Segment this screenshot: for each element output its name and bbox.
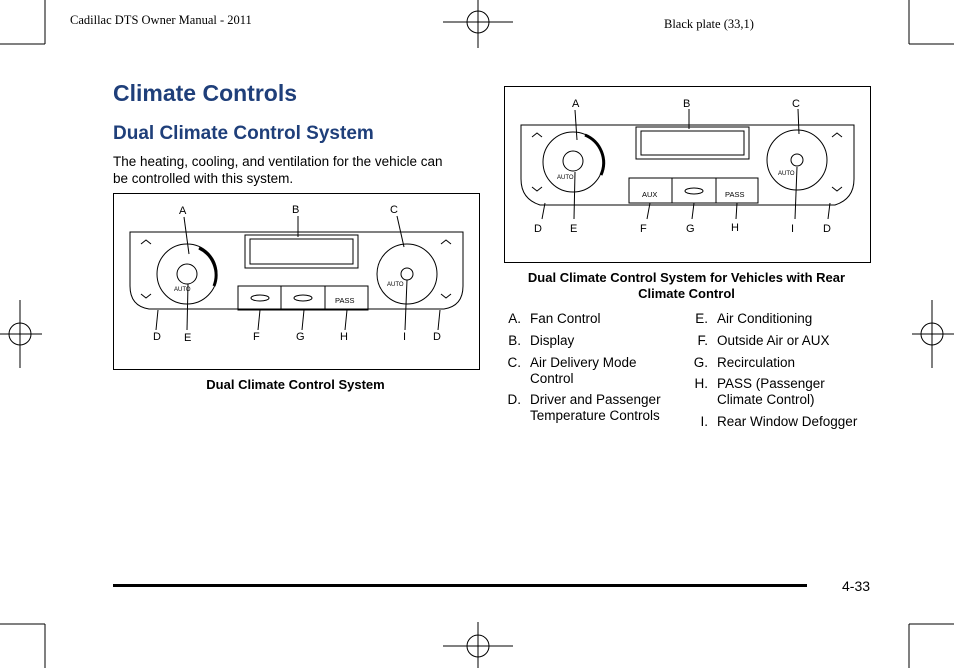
auto-label: AUTO [557, 175, 574, 181]
legend-text: Fan Control [530, 311, 601, 326]
auto-label-right: AUTO [778, 171, 795, 177]
legend-text-line: Temperature Controls [530, 408, 660, 423]
legend-item: I. Rear Window Defogger [684, 414, 884, 436]
pass-label: PASS [725, 190, 744, 199]
legend-text: Air Delivery Mode Control [521, 355, 637, 392]
legend-right: E. Air Conditioning F. Outside Air or AU… [684, 311, 884, 436]
legend-key: E. [695, 311, 708, 326]
callout-i: I [403, 331, 406, 343]
legend-text-line: Control [530, 371, 574, 386]
legend-key: D. [507, 392, 522, 407]
legend-item: E. Air Conditioning [684, 311, 884, 333]
page-title: Climate Controls [113, 80, 298, 106]
callout-c: C [390, 204, 398, 216]
legend-text-line: Climate Control) [717, 392, 815, 407]
legend-text: Air Conditioning [717, 311, 813, 326]
legend-text: Recirculation [717, 355, 796, 370]
figure2-caption-line-1: Dual Climate Control System for Vehicles… [527, 270, 846, 285]
legend-key: A. [508, 311, 521, 326]
figure-dual-climate-control-rear: AUTO AUTO AUX PASS A B C D E F G H I D [504, 86, 871, 263]
callout-f: F [253, 331, 260, 343]
intro-paragraph: The heating, cooling, and ventilation fo… [113, 153, 483, 187]
legend-key: B. [508, 333, 521, 348]
legend-text: Outside Air or AUX [717, 333, 830, 348]
legend-text: Display [530, 333, 575, 348]
legend-key: H. [694, 376, 709, 391]
callout-f: F [640, 223, 647, 235]
legend-item: A. Fan Control [497, 311, 687, 333]
legend-text-line: PASS (Passenger [717, 376, 825, 391]
auto-label-right: AUTO [387, 282, 404, 288]
climate-panel-rear-diagram: AUTO AUTO AUX PASS A B C D E F G H I D [520, 98, 855, 235]
legend-item: B. Display [497, 333, 687, 355]
footer-rule [113, 584, 807, 587]
legend-item: G. Recirculation [684, 355, 884, 376]
figure1-caption: Dual Climate Control System [206, 377, 385, 392]
callout-b: B [683, 98, 690, 110]
header-manual-title: Cadillac DTS Owner Manual - 2011 [70, 13, 252, 27]
callout-a: A [179, 205, 187, 217]
intro-line-1: The heating, cooling, and ventilation fo… [113, 154, 443, 169]
callout-h: H [731, 222, 739, 234]
legend-text: PASS (Passenger Climate Control) [708, 376, 825, 414]
callout-d-left: D [534, 223, 542, 235]
legend-text-line: Driver and Passenger [530, 392, 661, 407]
figure-dual-climate-control: AUTO AUTO PASS A B C D E F G H I D [113, 193, 480, 370]
callout-h: H [340, 331, 348, 343]
legend-key: G. [693, 355, 708, 370]
legend-key: C. [507, 355, 522, 370]
callout-i: I [791, 223, 794, 235]
callout-d-left: D [153, 331, 161, 343]
legend-key: I. [700, 414, 708, 429]
legend-item: F. Outside Air or AUX [684, 333, 884, 355]
legend-item: D. Driver and Passenger Temperature Cont… [497, 392, 687, 429]
callout-d-right: D [823, 223, 831, 235]
section-title: Dual Climate Control System [113, 123, 374, 144]
callout-e: E [570, 223, 577, 235]
intro-line-2: be controlled with this system. [113, 171, 294, 186]
legend-text: Driver and Passenger Temperature Control… [521, 392, 661, 429]
pass-label: PASS [335, 296, 354, 305]
climate-panel-diagram: AUTO AUTO PASS A B C D E F G H I D [129, 204, 464, 344]
aux-label: AUX [642, 190, 657, 199]
callout-b: B [292, 204, 299, 216]
figure2-caption: Dual Climate Control System for Vehicles… [504, 270, 869, 302]
auto-label: AUTO [174, 287, 191, 293]
legend-text: Rear Window Defogger [717, 414, 858, 429]
legend-item: C. Air Delivery Mode Control [497, 355, 687, 392]
legend-item: H. PASS (Passenger Climate Control) [684, 376, 884, 414]
figure2-caption-line-2: Climate Control [638, 286, 735, 301]
callout-e: E [184, 332, 191, 344]
callout-g: G [686, 223, 695, 235]
callout-d-right: D [433, 331, 441, 343]
page-number: 4-33 [842, 578, 871, 594]
callout-g: G [296, 331, 305, 343]
callout-a: A [572, 98, 580, 110]
callout-c: C [792, 98, 800, 110]
legend-key: F. [697, 333, 708, 348]
legend-text-line: Air Delivery Mode [530, 355, 637, 370]
legend-left: A. Fan Control B. Display C. Air Deliver… [497, 311, 687, 429]
header-plate: Black plate (33,1) [664, 17, 754, 31]
